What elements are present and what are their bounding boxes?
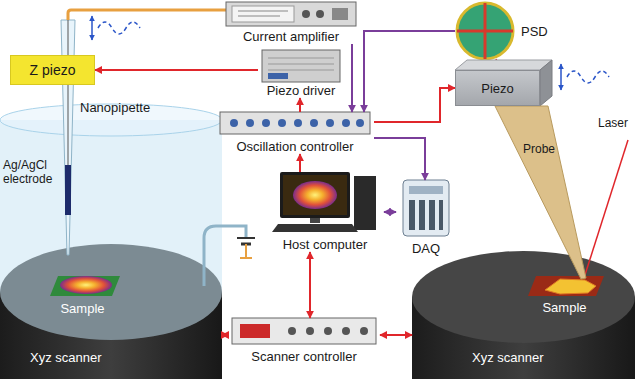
scanner-controller-box: Scanner controller — [228, 318, 380, 364]
node-label: Piezo — [481, 81, 514, 96]
part-label: Probe — [523, 142, 555, 156]
amplifier-device — [226, 2, 356, 26]
scanner-stage: Xyz scanner Sample — [0, 240, 222, 379]
piezo-box: Piezo — [455, 70, 540, 106]
psd-detector — [457, 3, 513, 59]
signal-arrow — [351, 44, 353, 112]
signal-arrow — [364, 31, 455, 112]
piezo-box: Z piezo — [10, 55, 95, 85]
node-label: Sample — [41, 301, 124, 316]
driver-device — [262, 50, 340, 82]
node-label: DAQ — [396, 241, 456, 256]
sample-box: Sample — [41, 268, 124, 316]
daq-device — [403, 180, 449, 236]
node-label: Xyz scanner — [30, 350, 102, 365]
oscillation-symbol — [92, 16, 140, 40]
controller-box: Oscillation controller — [216, 112, 374, 154]
sample-box: Sample — [523, 267, 606, 315]
node-label: Z piezo — [30, 63, 76, 78]
node-label: Host computer — [266, 237, 384, 252]
signal-arrow — [374, 138, 425, 180]
sample-image — [50, 276, 120, 296]
node-label: Sample — [523, 300, 606, 315]
part-label: Nanopipette — [80, 100, 150, 115]
part-label: Laser — [598, 116, 628, 130]
cantilever — [495, 106, 586, 279]
signal-arrow — [380, 334, 412, 336]
node-label: Current amplifier — [222, 29, 360, 44]
signal-arrow — [222, 334, 228, 336]
battery-symbol — [204, 226, 255, 286]
piezo-block — [455, 60, 552, 106]
amplifier-box: Current amplifier — [222, 2, 360, 44]
daq-box: DAQ — [396, 180, 456, 256]
sample-image — [528, 276, 604, 296]
signal-arrow — [374, 88, 455, 122]
scanner-disc — [412, 251, 635, 379]
scanner-controller-device — [232, 318, 376, 344]
scanner-stage: Xyz scanner Sample — [412, 250, 635, 379]
oscillation-symbol — [561, 64, 609, 90]
computer-icon — [272, 172, 376, 232]
liquid-bath — [0, 104, 222, 340]
detector-box: PSD — [455, 1, 555, 61]
node-label: Piezo driver — [258, 83, 344, 98]
part-label: Ag/AgCl electrode — [3, 158, 59, 186]
node-label: Oscillation controller — [216, 139, 374, 154]
signal-arrow — [95, 69, 258, 71]
signal-arrow — [299, 98, 301, 112]
signal-arrow — [299, 154, 301, 172]
node-label: Xyz scanner — [472, 350, 544, 365]
signal-arrow — [309, 252, 311, 318]
node-label: PSD — [521, 24, 548, 39]
controller-device — [220, 112, 370, 134]
computer-box: Host computer — [266, 172, 384, 252]
driver-box: Piezo driver — [258, 50, 344, 98]
signal-arrow — [384, 211, 396, 213]
node-label: Scanner controller — [228, 349, 380, 364]
